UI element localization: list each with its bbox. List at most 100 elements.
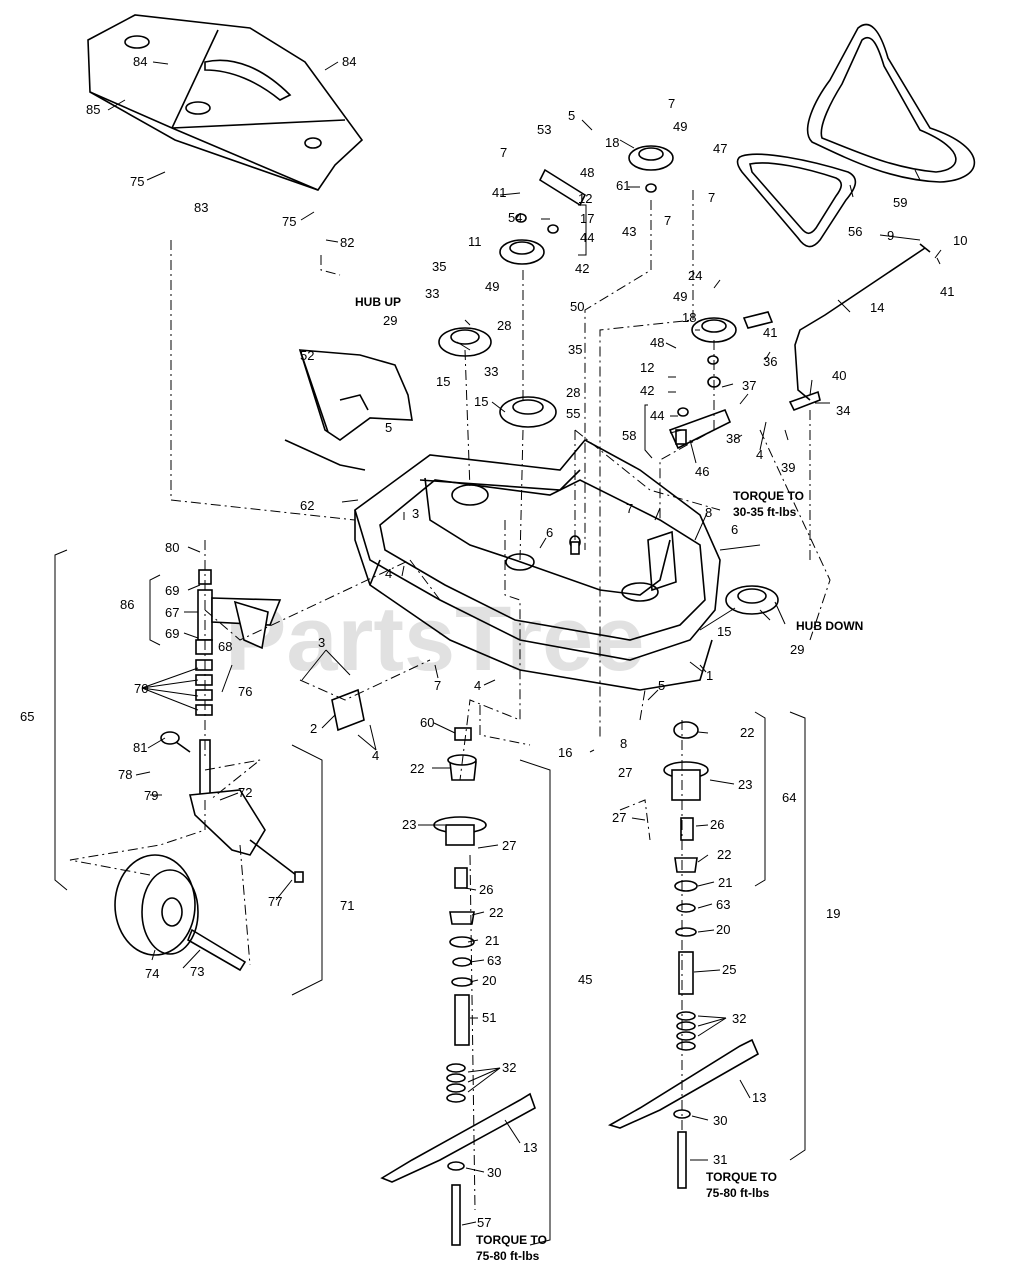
callout-label: 56 [848, 224, 862, 239]
callout-label: 40 [832, 368, 846, 383]
notes: HUB UP HUB DOWN TORQUE TO 30-35 ft-lbs T… [355, 295, 863, 1263]
belt-guard [284, 349, 413, 471]
callout-label: 43 [622, 224, 636, 239]
callout-label: 30 [487, 1165, 501, 1180]
callout-label: 60 [420, 715, 434, 730]
callout-label: 24 [688, 268, 702, 283]
callout-label: 17 [580, 211, 594, 226]
callout-label: 27 [612, 810, 626, 825]
callout-label: 2 [310, 721, 317, 736]
callout-label: 73 [190, 964, 204, 979]
callout-label: 72 [238, 785, 252, 800]
callout-label: 7 [664, 213, 671, 228]
callout-label: 4 [372, 748, 379, 763]
callout-label: 59 [893, 195, 907, 210]
callout-label: 84 [133, 54, 147, 69]
callout-label: 50 [570, 299, 584, 314]
callout-label: 22 [740, 725, 754, 740]
callout-label: 18 [682, 310, 696, 325]
callout-label: 4 [756, 447, 763, 462]
callout-label: 83 [194, 200, 208, 215]
callout-label: 22 [717, 847, 731, 862]
callout-label: 15 [474, 394, 488, 409]
callout-label: 75 [130, 174, 144, 189]
callout-label: 3 [412, 506, 419, 521]
callout-label: 86 [120, 597, 134, 612]
idler-arm [668, 408, 732, 450]
caster-wheel [114, 854, 247, 972]
pulley-29-hub-down [725, 585, 779, 615]
spindle-left [380, 727, 536, 1246]
callout-label: 62 [300, 498, 314, 513]
callout-label: 29 [790, 642, 804, 657]
callout-label: 35 [432, 259, 446, 274]
caster-fork [188, 789, 304, 883]
callout-label: 82 [340, 235, 354, 250]
callout-label: 61 [616, 178, 630, 193]
callout-label: 15 [436, 374, 450, 389]
callout-label: 21 [718, 875, 732, 890]
callout-label: 81 [133, 740, 147, 755]
callout-label: 45 [578, 972, 592, 987]
callout-label: 5 [385, 420, 392, 435]
torque-note-right-blade-line1: TORQUE TO [706, 1170, 777, 1184]
callout-label: 14 [870, 300, 884, 315]
callout-label: 15 [717, 624, 731, 639]
callout-label: 28 [566, 385, 580, 400]
callout-label: 9 [887, 228, 894, 243]
callout-label: 33 [484, 364, 498, 379]
callout-label: 30 [713, 1113, 727, 1128]
callout-label: 8 [705, 505, 712, 520]
callout-label: 68 [218, 639, 232, 654]
callout-label: 7 [668, 96, 675, 111]
callout-label: 54 [508, 210, 522, 225]
callout-label: 5 [568, 108, 575, 123]
callout-label: 10 [953, 233, 967, 248]
callout-label: 26 [479, 882, 493, 897]
torque-note-left-blade-line2: 75-80 ft-lbs [476, 1249, 540, 1263]
deck-cover [87, 14, 364, 191]
callout-label: 32 [502, 1060, 516, 1075]
callout-label: 71 [340, 898, 354, 913]
hub-up-note: HUB UP [355, 295, 401, 309]
callout-label: 42 [575, 261, 589, 276]
callout-label: 79 [144, 788, 158, 803]
callout-label: 41 [492, 185, 506, 200]
callout-label: 8 [620, 736, 627, 751]
callout-label: 41 [763, 325, 777, 340]
callout-label: 3 [318, 635, 325, 650]
callout-label: 55 [566, 406, 580, 421]
callout-label: 7 [708, 190, 715, 205]
alignment-lines [69, 190, 831, 1211]
torque-note-deck-line2: 30-35 ft-lbs [733, 505, 797, 519]
callout-label: 23 [402, 817, 416, 832]
caster-bracket [195, 569, 282, 801]
deck-shell [354, 438, 721, 691]
callout-label: 58 [622, 428, 636, 443]
callout-label: 38 [726, 431, 740, 446]
torque-note-left-blade-line1: TORQUE TO [476, 1233, 547, 1247]
callout-label: 27 [618, 765, 632, 780]
hub-down-note: HUB DOWN [796, 619, 863, 633]
callout-label: 22 [410, 761, 424, 776]
callout-label: 74 [145, 966, 159, 981]
callout-label: 34 [836, 403, 850, 418]
callout-label: 57 [477, 1215, 491, 1230]
callout-labels: 84 84 85 75 83 75 82 5 53 7 7 49 18 47 7… [20, 54, 967, 1230]
callout-label: 49 [673, 289, 687, 304]
callout-label: 20 [482, 973, 496, 988]
callout-label: 18 [605, 135, 619, 150]
callout-label: 29 [383, 313, 397, 328]
callout-label: 77 [268, 894, 282, 909]
torque-note-deck-line1: TORQUE TO [733, 489, 804, 503]
spindle-right [607, 721, 760, 1189]
callout-label: 6 [546, 525, 553, 540]
callout-label: 69 [165, 626, 179, 641]
callout-label: 49 [485, 279, 499, 294]
callout-label: 69 [165, 583, 179, 598]
callout-label: 1 [706, 668, 713, 683]
callout-label: 6 [731, 522, 738, 537]
callout-label: 78 [118, 767, 132, 782]
callout-label: 70 [134, 681, 148, 696]
